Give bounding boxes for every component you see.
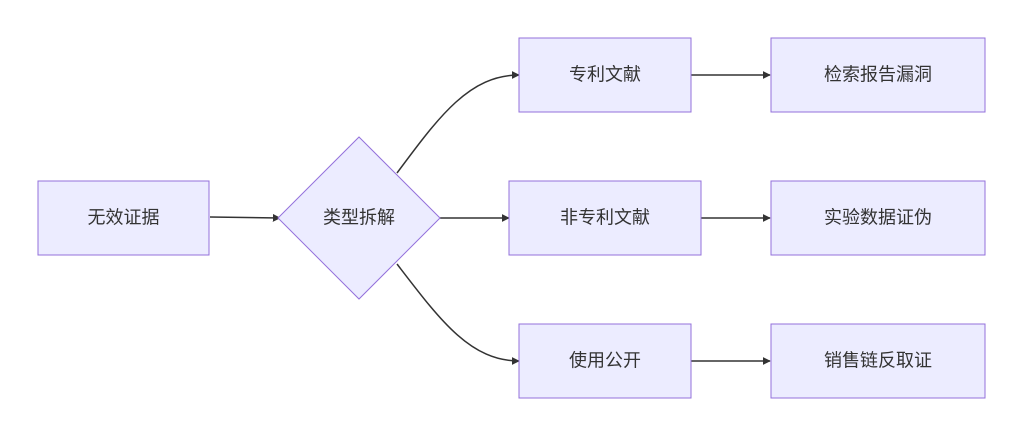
node-public-use-label: 使用公开 bbox=[569, 351, 641, 372]
node-invalid-evidence-label: 无效证据 bbox=[88, 208, 160, 229]
node-invalid-evidence: 无效证据 bbox=[37, 180, 210, 256]
node-sales-chain-evidence-label: 销售链反取证 bbox=[824, 351, 932, 372]
node-non-patent-docs-label: 非专利文献 bbox=[560, 208, 650, 229]
node-experiment-data-forgery-label: 实验数据证伪 bbox=[824, 208, 932, 229]
node-non-patent-docs: 非专利文献 bbox=[508, 180, 702, 256]
node-search-report-gap: 检索报告漏洞 bbox=[770, 37, 986, 113]
edge-type-split-to-public-use bbox=[396, 263, 520, 365]
node-sales-chain-evidence: 销售链反取证 bbox=[770, 323, 986, 399]
node-patent-docs: 专利文献 bbox=[518, 37, 692, 113]
node-type-split-label: 类型拆解 bbox=[323, 208, 395, 229]
node-type-split: 类型拆解 bbox=[277, 136, 441, 300]
edge-invalid-evidence-to-type-split bbox=[209, 213, 281, 222]
node-search-report-gap-label: 检索报告漏洞 bbox=[824, 65, 932, 86]
node-public-use: 使用公开 bbox=[518, 323, 692, 399]
node-patent-docs-label: 专利文献 bbox=[569, 65, 641, 86]
edge-type-split-to-patent-docs bbox=[396, 71, 520, 174]
node-experiment-data-forgery: 实验数据证伪 bbox=[770, 180, 986, 256]
